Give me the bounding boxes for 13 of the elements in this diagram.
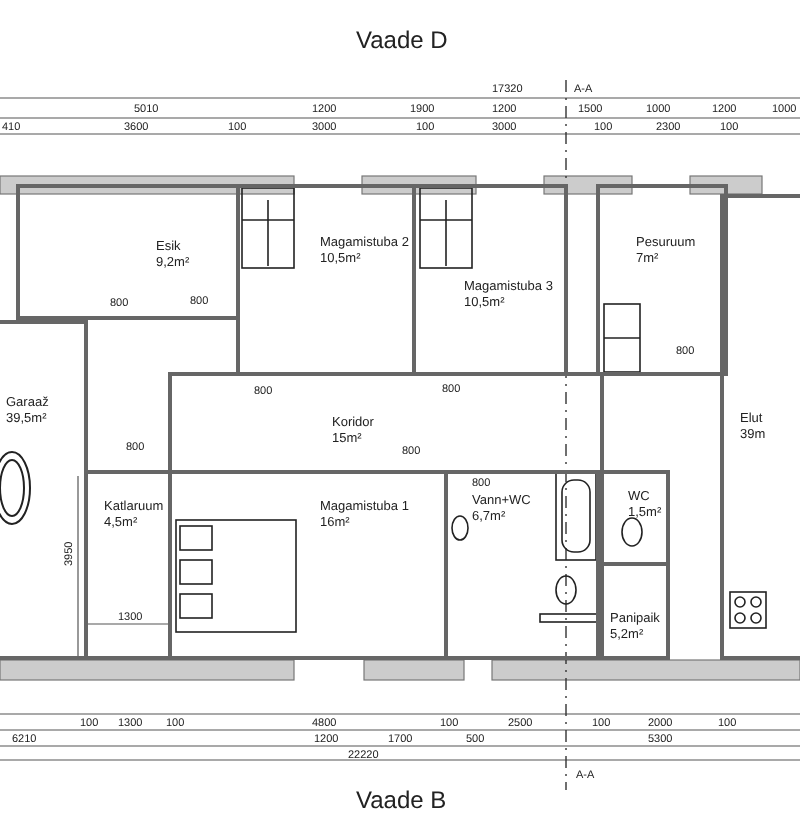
room-outline	[412, 184, 568, 376]
room-outline	[16, 184, 240, 320]
room-outline	[596, 470, 670, 566]
room-outline	[84, 470, 172, 660]
view-title: Vaade B	[356, 788, 447, 814]
room-outline	[596, 562, 670, 660]
room-outline	[236, 184, 416, 376]
room-outline	[168, 372, 604, 474]
room-outline	[444, 470, 604, 660]
room-outline	[720, 194, 800, 660]
room-outline	[596, 184, 728, 376]
view-title: Vaade D	[356, 28, 448, 54]
room-outline	[0, 320, 88, 660]
